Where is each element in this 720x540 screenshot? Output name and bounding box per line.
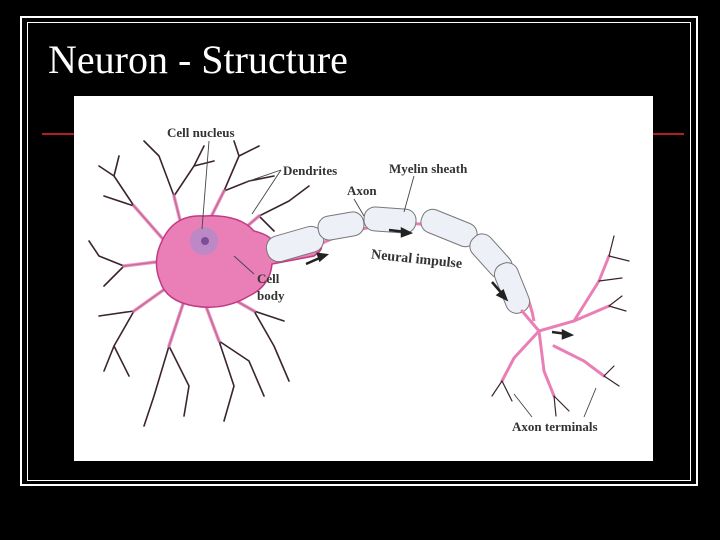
slide-outer-border xyxy=(20,16,698,486)
dendrites-group xyxy=(88,140,310,427)
axon-terminals-group xyxy=(491,235,630,417)
nucleolus-shape xyxy=(201,237,209,245)
neuron-diagram: Cell nucleus Dendrites Myelin sheath Axo… xyxy=(74,96,653,461)
label-axon-terminals: Axon terminals xyxy=(512,419,598,434)
label-cell-body-line2: body xyxy=(257,288,285,303)
label-cell-nucleus: Cell nucleus xyxy=(167,125,235,140)
myelin-sheath-segments xyxy=(265,206,531,314)
label-dendrites: Dendrites xyxy=(283,163,337,178)
label-myelin-sheath: Myelin sheath xyxy=(389,161,468,176)
title-rule-left xyxy=(42,133,76,135)
slide-title: Neuron - Structure xyxy=(48,37,348,82)
neuron-illustration: Cell nucleus Dendrites Myelin sheath Axo… xyxy=(88,125,630,434)
title-rule-right xyxy=(652,133,684,135)
leader-lines xyxy=(201,140,597,418)
label-axon: Axon xyxy=(347,183,377,198)
label-neural-impulse: Neural impulse xyxy=(370,247,462,271)
impulse-arrows xyxy=(305,226,575,340)
label-cell-body-line1: Cell xyxy=(257,271,280,286)
slide-inner-border xyxy=(27,22,691,481)
